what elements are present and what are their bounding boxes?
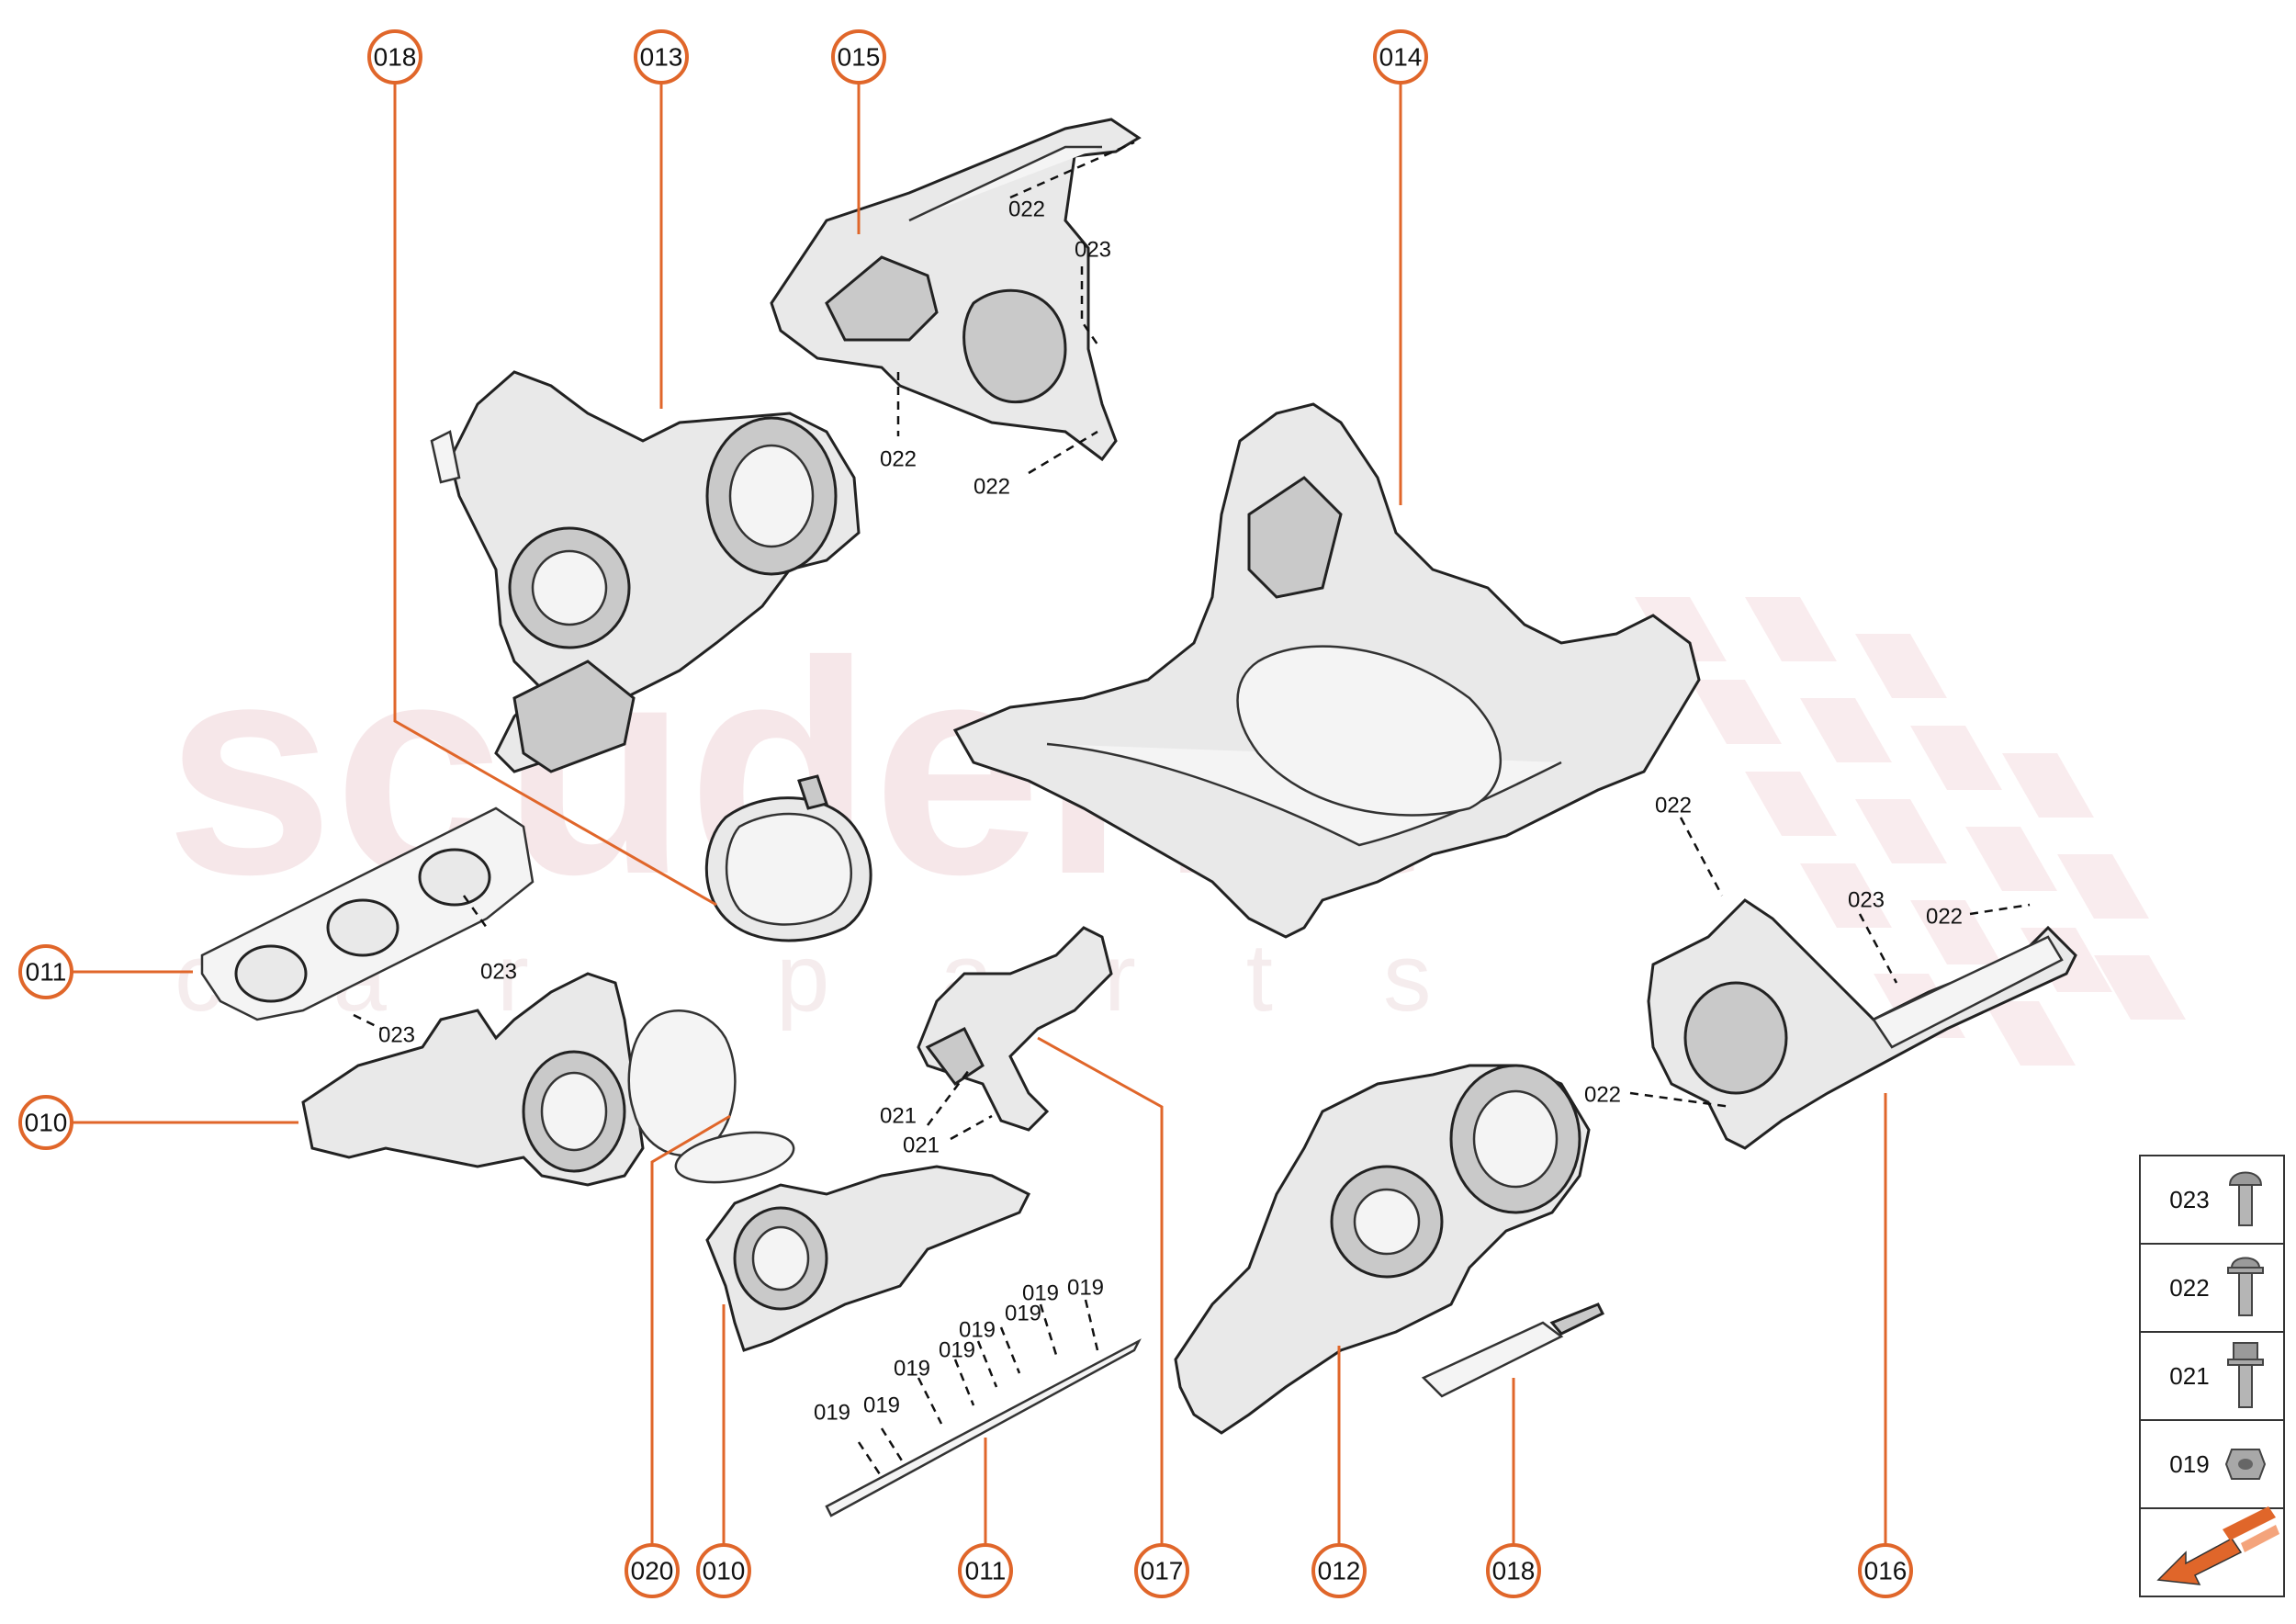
legend-row-022	[2139, 1243, 2285, 1333]
callout-016[interactable]: 016	[1858, 1543, 1913, 1598]
callout-018[interactable]: 018	[367, 29, 422, 85]
callout-label: 018	[374, 43, 417, 72]
callout-label: 011	[965, 1557, 1007, 1585]
callout-010[interactable]: 010	[18, 1095, 73, 1150]
label-019: 019	[1022, 1281, 1059, 1306]
callout-label: 014	[1379, 43, 1423, 72]
label-022: 022	[1655, 794, 1692, 818]
flange-bolt-icon	[2227, 1257, 2264, 1316]
fastener-labels: 022 023 022 022 023 023 021 021 019 019 …	[378, 197, 1963, 1426]
fastener-leaders	[353, 141, 2031, 1475]
label-023: 023	[480, 960, 517, 985]
callout-020[interactable]: 020	[625, 1543, 680, 1598]
turbocharger-012	[1174, 1064, 1591, 1435]
callout-label: 010	[25, 1109, 68, 1137]
leader-020	[650, 1114, 731, 1548]
callout-013[interactable]: 013	[634, 29, 689, 85]
callout-label: 011	[26, 958, 67, 987]
fastener-legend: 023 022 021 019	[2139, 1155, 2285, 1597]
callout-012[interactable]: 012	[1311, 1543, 1367, 1598]
v-band-clamp-018	[704, 774, 872, 942]
label-019: 019	[814, 1401, 850, 1426]
callout-label: 015	[838, 43, 881, 72]
legend-code-021: 021	[2169, 1362, 2209, 1390]
label-023: 023	[378, 1023, 415, 1048]
label-019: 019	[1067, 1276, 1104, 1301]
callout-label: 016	[1864, 1557, 1908, 1585]
callout-label: 010	[703, 1557, 746, 1585]
exhaust-manifold-010-left	[301, 972, 645, 1187]
callout-label: 020	[631, 1557, 674, 1585]
turbocharger-013	[430, 370, 861, 773]
callout-018-bottom[interactable]: 018	[1486, 1543, 1541, 1598]
exhaust-gasket-011-bottom	[825, 1338, 1142, 1517]
legend-code-019: 019	[2169, 1450, 2209, 1478]
callouts: 018 013 015 014 011 010 020 010 011 017 …	[18, 29, 1913, 1598]
callout-label: 018	[1492, 1557, 1536, 1585]
label-019: 019	[939, 1338, 975, 1363]
callout-015[interactable]: 015	[831, 29, 886, 85]
callout-010-bottom[interactable]: 010	[696, 1543, 751, 1598]
heat-shield-upper-015	[770, 118, 1142, 462]
label-019: 019	[959, 1318, 996, 1343]
label-021: 021	[880, 1104, 917, 1129]
hex-flange-bolt-icon	[2227, 1342, 2264, 1408]
callout-011[interactable]: 011	[18, 944, 73, 999]
label-022: 022	[1008, 197, 1045, 222]
callout-label: 012	[1318, 1557, 1361, 1585]
label-023: 023	[1848, 888, 1885, 913]
orientation-arrow-icon	[2156, 1506, 2279, 1585]
legend-row-021	[2139, 1331, 2285, 1421]
leader-018-top	[393, 78, 717, 907]
leader-017	[1037, 1036, 1164, 1548]
label-022: 022	[1926, 905, 1963, 930]
callout-017[interactable]: 017	[1134, 1543, 1189, 1598]
exhaust-manifold-010-right	[705, 1165, 1031, 1352]
label-019: 019	[1005, 1302, 1041, 1326]
leader-lines	[69, 78, 1887, 1548]
label-019: 019	[863, 1393, 900, 1418]
label-022: 022	[1584, 1083, 1621, 1108]
seal-ring-020	[627, 1009, 795, 1184]
label-022: 022	[974, 475, 1010, 500]
legend-row-023	[2139, 1155, 2285, 1245]
label-019: 019	[894, 1357, 930, 1382]
label-023: 023	[1075, 238, 1111, 263]
exhaust-gasket-011-left	[200, 806, 535, 1021]
callout-014[interactable]: 014	[1373, 29, 1428, 85]
button-head-bolt-icon	[2228, 1171, 2263, 1226]
v-band-clamp-018-bottom	[1421, 1303, 1605, 1398]
callout-label: 017	[1141, 1557, 1184, 1585]
flange-nut-icon	[2224, 1449, 2267, 1480]
heat-shield-main-014	[952, 402, 1701, 939]
callout-011-bottom[interactable]: 011	[958, 1543, 1013, 1598]
label-022: 022	[880, 447, 917, 472]
label-021: 021	[903, 1133, 940, 1158]
exhaust-pipe-017	[917, 926, 1113, 1132]
callout-label: 013	[640, 43, 683, 72]
legend-code-022: 022	[2169, 1274, 2209, 1302]
heat-shield-right-016	[1647, 898, 2077, 1150]
legend-code-023: 023	[2169, 1186, 2209, 1213]
